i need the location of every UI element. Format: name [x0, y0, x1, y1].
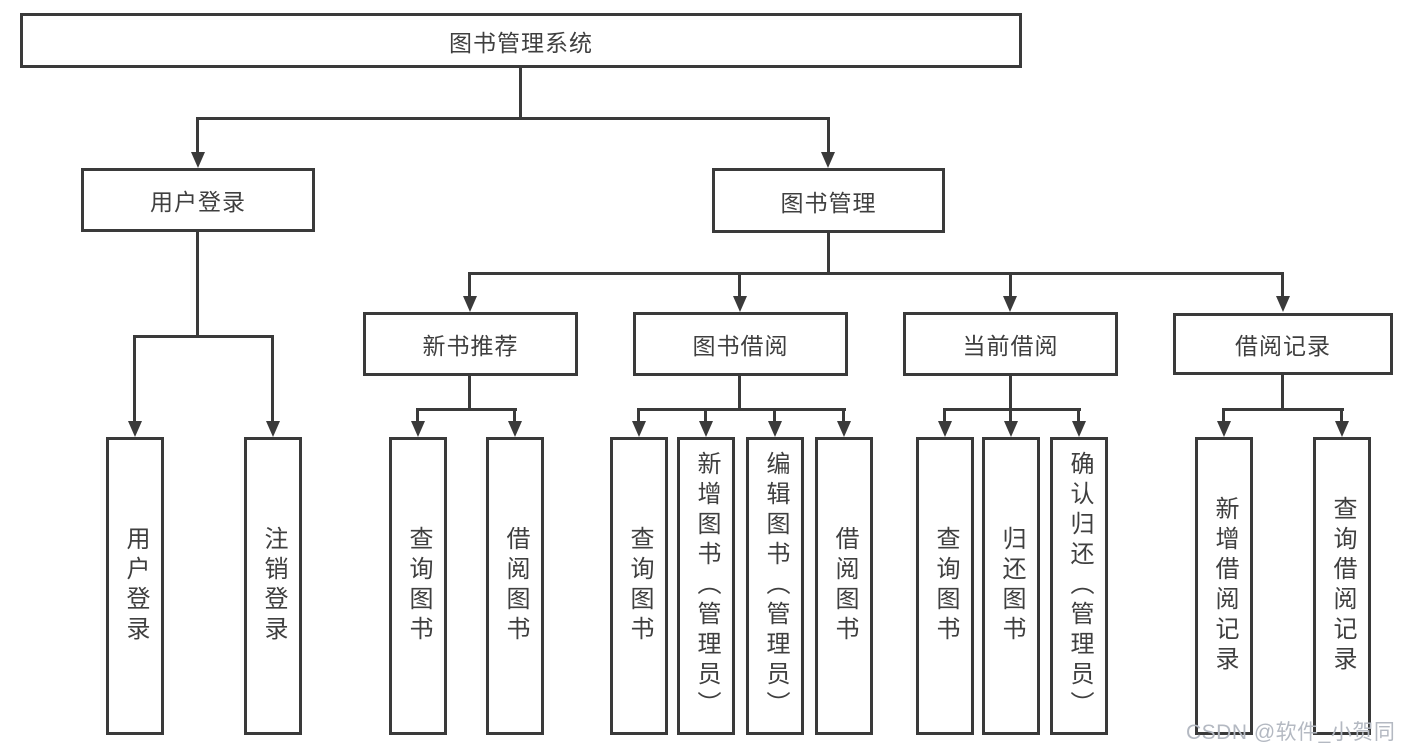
- connector-level3-bus: [468, 272, 1284, 275]
- arrowhead-cb-leaf2-icon: [1004, 421, 1018, 437]
- connector-borrow-record-shaft: [1281, 272, 1284, 298]
- connector-cb-leaf1-shaft: [943, 408, 946, 422]
- leaf-record-add-label: 新增借阅记录: [1211, 496, 1238, 676]
- leaf-record-query: 查询借阅记录: [1313, 437, 1371, 735]
- connector-br-leaf1-shaft: [1222, 408, 1225, 422]
- leaf-borrow-borrow-books-label: 借阅图书: [831, 526, 858, 646]
- arrowhead-borrow-record-icon: [1276, 296, 1290, 312]
- connector-leaf-login-shaft: [133, 335, 136, 422]
- node-root-label: 图书管理系统: [449, 29, 593, 56]
- leaf-current-confirm-return-admin: 确认归还（管理员）: [1050, 437, 1108, 735]
- connector-user-login-drop: [196, 232, 199, 335]
- connector-book-borrow-bus: [637, 408, 846, 411]
- leaf-current-return-books: 归还图书: [982, 437, 1040, 735]
- connector-user-login-shaft: [196, 117, 199, 154]
- leaf-borrow-edit-book-admin: 编辑图书（管理员）: [746, 437, 804, 735]
- connector-user-login-bus: [133, 335, 274, 338]
- leaf-current-return-books-label: 归还图书: [998, 526, 1025, 646]
- leaf-newbook-query-books-label: 查询图书: [405, 526, 432, 646]
- arrowhead-leaf-login-icon: [128, 421, 142, 437]
- leaf-borrow-edit-book-admin-label: 编辑图书（管理员）: [762, 451, 789, 721]
- connector-nb-leaf2-shaft: [513, 408, 516, 422]
- node-borrowing-records-label: 借阅记录: [1235, 333, 1331, 359]
- csdn-watermark: CSDN @软件_小贺同学: [1186, 721, 1396, 744]
- connector-cb-leaf3-shaft: [1077, 408, 1080, 422]
- leaf-logout-label: 注销登录: [260, 526, 287, 646]
- arrowhead-bb-leaf3-icon: [768, 421, 782, 437]
- connector-bb-leaf2-shaft: [704, 408, 707, 422]
- arrowhead-bb-leaf2-icon: [699, 421, 713, 437]
- connector-leaf-logout-shaft: [271, 335, 274, 422]
- leaf-user-login-label: 用户登录: [122, 526, 149, 646]
- leaf-current-query-books-label: 查询图书: [932, 526, 959, 646]
- node-user-login: 用户登录: [81, 168, 315, 232]
- arrowhead-book-mgmt-icon: [821, 152, 835, 168]
- connector-book-borrow-drop: [738, 376, 741, 408]
- leaf-newbook-borrow-books: 借阅图书: [486, 437, 544, 735]
- arrowhead-br-leaf2-icon: [1335, 421, 1349, 437]
- node-current-borrowing-label: 当前借阅: [962, 333, 1059, 359]
- arrowhead-new-book-icon: [463, 296, 477, 312]
- leaf-borrow-query-books: 查询图书: [610, 437, 668, 735]
- connector-root-drop: [519, 68, 522, 117]
- leaf-borrow-query-books-label: 查询图书: [626, 526, 653, 646]
- connector-level2-bus: [196, 117, 830, 120]
- connector-new-book-shaft: [468, 272, 471, 298]
- leaf-borrow-borrow-books: 借阅图书: [815, 437, 873, 735]
- arrowhead-nb-leaf2-icon: [508, 421, 522, 437]
- connector-nb-leaf1-shaft: [416, 408, 419, 422]
- connector-book-borrow-shaft: [738, 272, 741, 298]
- connector-bb-leaf4-shaft: [842, 408, 845, 422]
- arrowhead-bb-leaf4-icon: [837, 421, 851, 437]
- arrowhead-cb-leaf1-icon: [938, 421, 952, 437]
- leaf-record-add: 新增借阅记录: [1195, 437, 1253, 735]
- node-borrowing-records: 借阅记录: [1173, 313, 1393, 375]
- connector-book-mgmt-shaft: [827, 117, 830, 154]
- arrowhead-user-login-icon: [191, 152, 205, 168]
- arrowhead-bb-leaf1-icon: [632, 421, 646, 437]
- connector-current-borrow-drop: [1009, 376, 1012, 408]
- node-root: 图书管理系统: [20, 13, 1022, 68]
- connector-borrow-record-bus: [1222, 408, 1344, 411]
- connector-cb-leaf2-shaft: [1009, 408, 1012, 422]
- node-new-book-recommend-label: 新书推荐: [422, 333, 519, 359]
- node-new-book-recommend: 新书推荐: [363, 312, 578, 376]
- arrowhead-current-borrow-icon: [1003, 296, 1017, 312]
- connector-current-borrow-shaft: [1009, 272, 1012, 298]
- arrowhead-cb-leaf3-icon: [1072, 421, 1086, 437]
- node-user-login-label: 用户登录: [150, 189, 246, 215]
- node-book-borrowing: 图书借阅: [633, 312, 848, 376]
- arrowhead-book-borrow-icon: [733, 296, 747, 312]
- connector-bb-leaf1-shaft: [637, 408, 640, 422]
- connector-book-mgmt-drop: [827, 232, 830, 272]
- connector-br-leaf2-shaft: [1340, 408, 1343, 422]
- leaf-newbook-borrow-books-label: 借阅图书: [502, 526, 529, 646]
- leaf-borrow-add-book-admin: 新增图书（管理员）: [677, 437, 735, 735]
- arrowhead-nb-leaf1-icon: [411, 421, 425, 437]
- arrowhead-leaf-logout-icon: [266, 421, 280, 437]
- leaf-record-query-label: 查询借阅记录: [1329, 496, 1356, 676]
- leaf-borrow-add-book-admin-label: 新增图书（管理员）: [693, 451, 720, 721]
- node-book-borrowing-label: 图书借阅: [692, 333, 789, 359]
- node-book-management-label: 图书管理: [780, 189, 877, 216]
- connector-borrow-record-drop: [1281, 375, 1284, 408]
- connector-bb-leaf3-shaft: [773, 408, 776, 422]
- arrowhead-br-leaf1-icon: [1217, 421, 1231, 437]
- connector-new-book-drop: [468, 376, 471, 408]
- leaf-current-query-books: 查询图书: [916, 437, 974, 735]
- node-book-management: 图书管理: [712, 168, 945, 233]
- node-current-borrowing: 当前借阅: [903, 312, 1118, 376]
- leaf-user-login: 用户登录: [106, 437, 164, 735]
- connector-new-book-bus: [416, 408, 517, 411]
- leaf-newbook-query-books: 查询图书: [389, 437, 447, 735]
- leaf-current-confirm-return-admin-label: 确认归还（管理员）: [1066, 451, 1093, 721]
- leaf-logout: 注销登录: [244, 437, 302, 735]
- connector-current-borrow-bus: [943, 408, 1081, 411]
